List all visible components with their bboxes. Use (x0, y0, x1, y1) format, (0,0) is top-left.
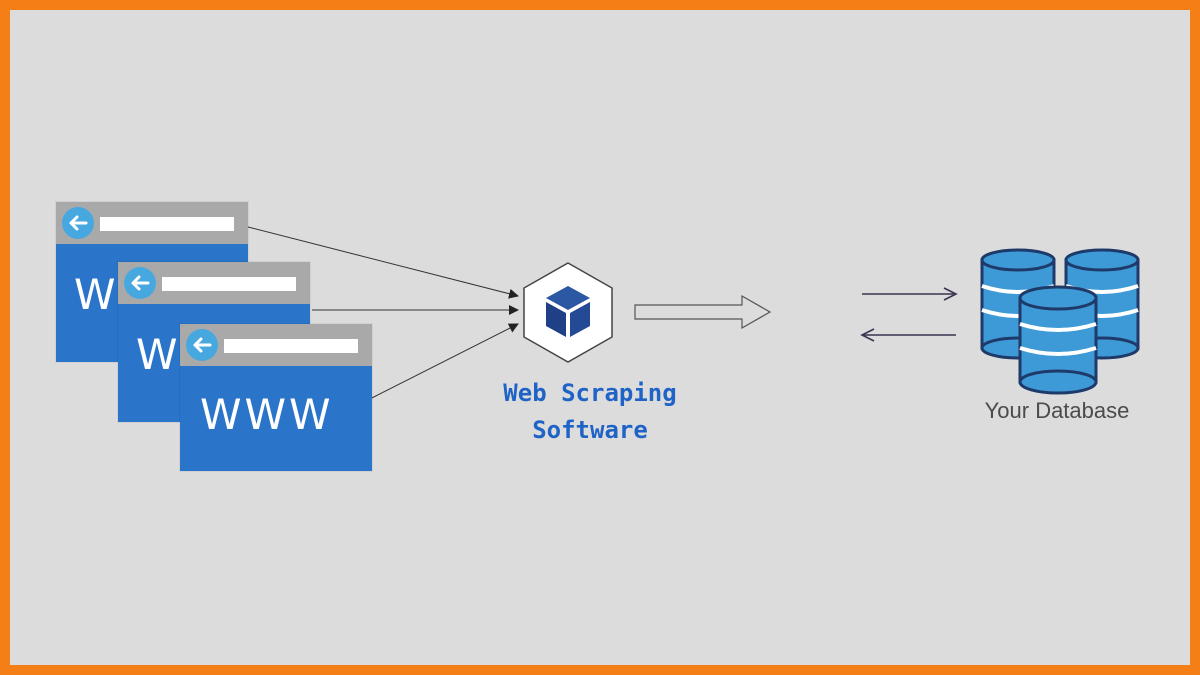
cube-icon (523, 262, 613, 363)
browser-address-bar (56, 202, 248, 244)
back-arrow-icon (186, 329, 218, 361)
browser-window-3: WWW (180, 324, 372, 471)
hollow-arrow-icon (634, 294, 772, 330)
sync-arrows-icon (860, 287, 958, 342)
software-title-line1: Web Scraping (503, 379, 677, 407)
url-field (100, 217, 234, 231)
connector-layer (247, 226, 1140, 407)
database-icon (980, 248, 1140, 395)
browser-address-bar (118, 262, 310, 304)
back-arrow-icon (62, 207, 94, 239)
connector-arrow-1 (247, 226, 519, 299)
software-title-line2: Software (532, 416, 648, 444)
connector-arrow-3 (355, 323, 519, 407)
software-title: Web Scraping Software (470, 375, 710, 449)
browser-address-bar (180, 324, 372, 366)
url-field (162, 277, 296, 291)
database-label: Your Database (984, 398, 1130, 423)
www-label: WWW (200, 390, 334, 439)
back-arrow-icon (124, 267, 156, 299)
url-field (224, 339, 358, 353)
